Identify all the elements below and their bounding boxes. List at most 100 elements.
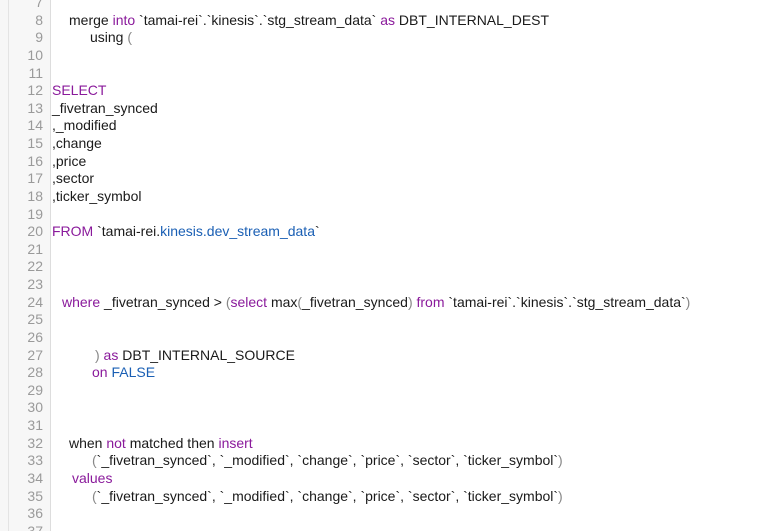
code-line[interactable]: 19	[0, 206, 768, 224]
code-token: as	[99, 346, 119, 363]
line-number: 22	[27, 258, 43, 275]
code-text[interactable]: (`_fivetran_synced`, `_modified`, `chang…	[52, 452, 563, 470]
code-text[interactable]: where _fivetran_synced > (select max(_fi…	[52, 294, 690, 312]
code-token: as	[380, 11, 396, 28]
code-line[interactable]: 14,_modified	[0, 117, 768, 135]
code-token: max	[267, 293, 298, 310]
line-number: 23	[27, 276, 43, 292]
code-token: (	[127, 29, 133, 46]
line-number: 12	[27, 82, 43, 99]
code-text[interactable]: merge into `tamai-rei`.`kinesis`.`stg_st…	[52, 12, 549, 30]
code-text[interactable]: ,sector	[52, 170, 94, 188]
code-line[interactable]: 27 ) as DBT_INTERNAL_SOURCE	[0, 347, 768, 365]
line-number: 27	[27, 346, 43, 363]
code-line[interactable]: 31	[0, 417, 768, 435]
code-line[interactable]: 9 using (	[0, 29, 768, 47]
line-number: 24	[27, 293, 43, 310]
code-text[interactable]: ,ticker_symbol	[52, 188, 141, 206]
code-token: (	[92, 452, 97, 469]
code-token: )	[558, 452, 563, 469]
code-token: from	[412, 293, 445, 310]
code-text[interactable]: ,_modified	[52, 117, 117, 135]
code-line[interactable]: 17,sector	[0, 170, 768, 188]
code-line[interactable]: 32 when not matched then insert	[0, 435, 768, 453]
code-line[interactable]: 10	[0, 47, 768, 65]
code-token: where	[62, 293, 101, 310]
code-token: `tamai-rei`.`kinesis`.`stg_stream_data`	[135, 11, 381, 28]
code-line[interactable]: 30	[0, 399, 768, 417]
code-token: merge	[69, 11, 113, 28]
line-number: 7	[35, 0, 43, 10]
code-token: (	[297, 293, 303, 310]
code-token: `tamai-rei.	[93, 223, 161, 240]
code-line[interactable]: 37	[0, 523, 768, 531]
line-number: 33	[27, 452, 43, 469]
code-line[interactable]: 7	[0, 0, 768, 12]
line-number: 32	[27, 434, 43, 451]
code-token: ,change	[52, 135, 102, 151]
code-token: _fivetran_synced	[52, 99, 158, 116]
code-token: insert	[218, 434, 253, 451]
code-line[interactable]: 26	[0, 329, 768, 347]
code-line[interactable]: 11	[0, 65, 768, 83]
code-token: ,price	[52, 152, 87, 169]
code-token: DBT_INTERNAL_DEST	[395, 11, 550, 28]
code-token: `_fivetran_synced`, `_modified`, `change…	[96, 452, 559, 469]
code-line[interactable]: 33 (`_fivetran_synced`, `_modified`, `cha…	[0, 452, 768, 470]
code-line[interactable]: 35 (`_fivetran_synced`, `_modified`, `cha…	[0, 488, 768, 506]
line-number: 29	[27, 381, 43, 398]
code-token: )	[558, 487, 563, 504]
code-line[interactable]: 21	[0, 241, 768, 259]
code-text[interactable]: FROM `tamai-rei.kinesis.dev_stream_data`	[52, 223, 320, 241]
code-line[interactable]: 28 on FALSE	[0, 364, 768, 382]
gutter-divider	[8, 0, 9, 531]
line-number: 19	[27, 205, 43, 222]
code-line[interactable]: 24 where _fivetran_synced > (select max(_…	[0, 294, 768, 312]
line-number: 9	[35, 29, 43, 46]
code-line[interactable]: 29	[0, 382, 768, 400]
code-line[interactable]: 34 values	[0, 470, 768, 488]
code-token: _fivetran_synced	[302, 293, 408, 310]
code-line[interactable]: 25	[0, 311, 768, 329]
code-text[interactable]: ) as DBT_INTERNAL_SOURCE	[52, 347, 295, 365]
code-text[interactable]: ,price	[52, 153, 86, 171]
code-line[interactable]: 36	[0, 505, 768, 523]
code-line[interactable]: 13_fivetran_synced	[0, 100, 768, 118]
code-token: when	[69, 434, 107, 451]
code-line[interactable]: 15 ,change	[0, 135, 768, 153]
code-token: ,sector	[52, 170, 95, 187]
code-text[interactable]: values	[52, 470, 112, 488]
code-token: (	[92, 487, 97, 504]
code-text[interactable]: SELECT	[52, 82, 106, 100]
line-number: 35	[27, 487, 43, 504]
code-token: ,_modified	[52, 117, 117, 134]
line-number: 25	[27, 311, 43, 328]
code-text[interactable]: (`_fivetran_synced`, `_modified`, `chang…	[52, 488, 563, 506]
code-line[interactable]: 23	[0, 276, 768, 294]
code-line[interactable]: 18,ticker_symbol	[0, 188, 768, 206]
line-number: 21	[27, 240, 43, 257]
code-token: )	[95, 346, 100, 363]
code-token: ,ticker_symbol	[52, 187, 142, 204]
line-number: 26	[27, 328, 43, 345]
line-number: 11	[28, 64, 43, 81]
code-text[interactable]: when not matched then insert	[52, 435, 253, 453]
line-number: 15	[27, 135, 43, 151]
code-token: )	[407, 293, 413, 310]
line-number: 28	[27, 364, 43, 381]
code-text[interactable]: using (	[52, 29, 132, 47]
code-line[interactable]: 22	[0, 258, 768, 276]
code-line[interactable]: 12 SELECT	[0, 82, 768, 100]
code-text[interactable]: _fivetran_synced	[52, 100, 158, 118]
line-number: 34	[27, 469, 43, 486]
code-text[interactable]: ,change	[52, 135, 102, 153]
code-line[interactable]: 16,price	[0, 153, 768, 171]
code-token: on	[92, 364, 108, 381]
code-token: )	[685, 293, 691, 310]
code-token: not	[106, 434, 126, 451]
code-text[interactable]: on FALSE	[52, 364, 155, 382]
